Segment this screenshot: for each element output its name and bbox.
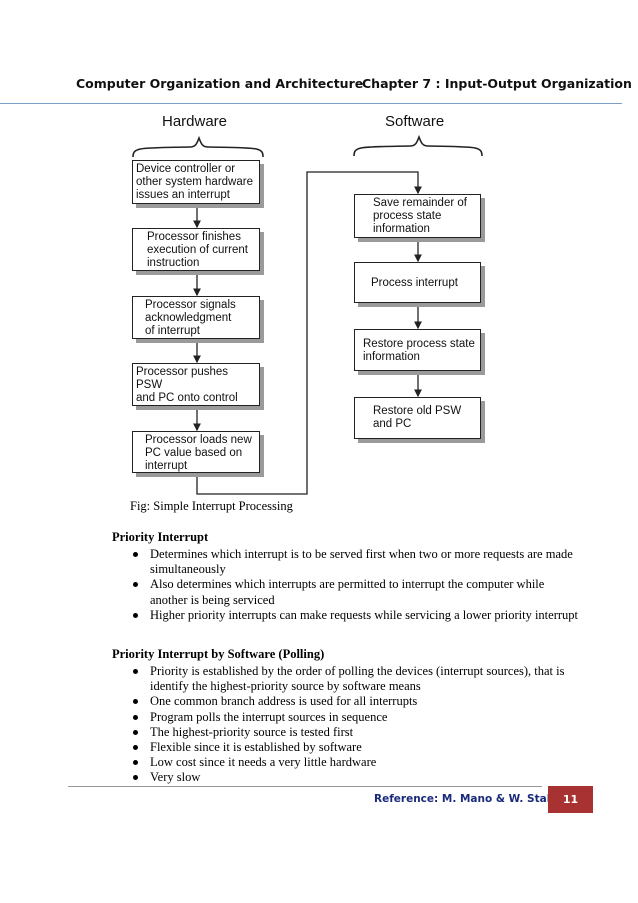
hw-step-box: Processor signals acknowledgment of inte…	[132, 296, 260, 339]
list-item: Also determines which interrupts are per…	[112, 577, 582, 607]
list-item: Program polls the interrupt sources in s…	[112, 710, 582, 725]
page-number: 11	[548, 786, 593, 813]
list-item: Flexible since it is established by soft…	[112, 740, 582, 755]
polling-section: Priority Interrupt by Software (Polling)…	[112, 647, 582, 786]
list-item: The highest-priority source is tested fi…	[112, 725, 582, 740]
list-item: Low cost since it needs a very little ha…	[112, 755, 582, 770]
interrupt-flow-diagram: Hardware Software Device controller or o…	[132, 113, 483, 495]
sw-step-box: Save remainder of process state informat…	[354, 194, 481, 238]
hw-step-box: Processor finishes execution of current …	[132, 228, 260, 271]
list-item: Priority is established by the order of …	[112, 664, 582, 694]
figure-caption: Fig: Simple Interrupt Processing	[130, 499, 293, 513]
page-header-left: Computer Organization and Architecture	[76, 76, 364, 91]
hardware-brace	[132, 135, 264, 158]
sw-step-box: Restore process state information	[354, 329, 481, 371]
hw-step-box: Processor loads new PC value based on in…	[132, 431, 260, 473]
list-item: Very slow	[112, 770, 582, 785]
priority-interrupt-section: Priority Interrupt Determines which inte…	[112, 530, 582, 623]
page-header-right: Chapter 7 : Input-Output Organization	[362, 76, 632, 91]
hw-step-box: Processor pushes PSW and PC onto control…	[132, 363, 260, 406]
sw-step-box: Process interrupt	[354, 262, 481, 303]
sw-step-box: Restore old PSW and PC	[354, 397, 481, 439]
footer-reference: Reference: M. Mano & W. Stallings |	[374, 793, 587, 805]
software-brace	[353, 134, 483, 157]
list-item: Higher priority interrupts can make requ…	[112, 608, 582, 623]
list-item: Determines which interrupt is to be serv…	[112, 547, 582, 577]
diagram-connectors	[132, 134, 483, 495]
hw-to-sw-connector	[196, 171, 422, 495]
hardware-title: Hardware	[162, 113, 228, 130]
section-heading: Priority Interrupt	[112, 530, 209, 544]
list-item: One common branch address is used for al…	[112, 694, 582, 709]
section-heading: Priority Interrupt by Software (Polling)	[112, 647, 325, 661]
header-rule	[0, 103, 622, 104]
hw-step-box: Device controller or other system hardwa…	[132, 160, 260, 204]
software-title: Software	[385, 113, 445, 130]
bullet-list: Determines which interrupt is to be serv…	[112, 547, 582, 623]
bullet-list: Priority is established by the order of …	[112, 664, 582, 786]
footer-rule	[68, 786, 542, 787]
